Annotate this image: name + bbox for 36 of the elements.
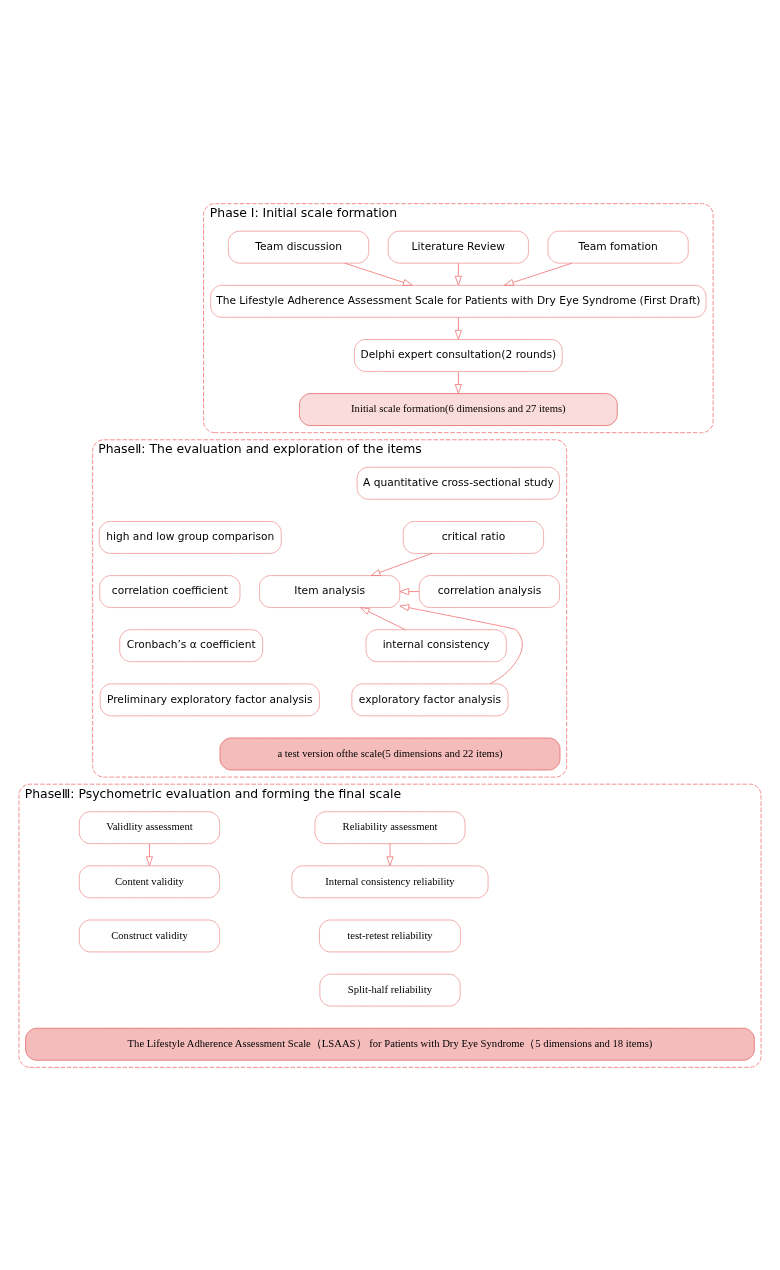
arrow xyxy=(399,603,523,684)
node-box: Team discussion xyxy=(228,230,370,264)
arrow xyxy=(360,606,406,630)
node-box: correlation analysis xyxy=(418,574,560,608)
node-box: Reliability assessment xyxy=(314,810,466,844)
node-box: Internal consistency reliability xyxy=(291,864,489,898)
node-box: correlation coefficient xyxy=(99,574,241,608)
node-box: Construct validity xyxy=(78,919,220,952)
node-box: high and low group comparison xyxy=(98,520,282,554)
node-box: exploratory factor analysis xyxy=(351,682,509,716)
node-box: Preliminary exploratory factor analysis xyxy=(99,682,320,716)
arrow xyxy=(454,316,462,340)
node-box: a test version ofthe scale(5 dimensions and 22 items) xyxy=(219,737,561,770)
node-box: A quantitative cross-sectional study xyxy=(356,466,560,500)
node-box: internal consistency xyxy=(365,628,507,662)
arrow xyxy=(370,552,433,576)
node-box: Validlity assessment xyxy=(78,810,220,844)
arrow xyxy=(454,370,462,394)
arrow xyxy=(454,262,462,286)
node-box: test-retest reliability xyxy=(319,919,461,952)
node-box: Item analysis xyxy=(259,574,401,608)
arrow xyxy=(145,842,153,866)
node-box: Content validity xyxy=(78,864,220,898)
node-box: Team fomation xyxy=(547,230,689,264)
node-box: Split-half reliability xyxy=(319,973,461,1007)
node-box: Literature Review xyxy=(387,230,529,264)
node-box: The Lifestyle Adherence Assessment Scale（LSAAS） for Patients with Dry Eye Syndrome（5 dimensions and 18 items) xyxy=(25,1027,755,1061)
arrow xyxy=(344,262,413,286)
node-box: Cronbach’s α coefficient xyxy=(119,628,264,662)
node-box: The Lifestyle Adherence Assessment Scale for Patients with Dry Eye Syndrome (First Draft) xyxy=(210,284,707,318)
node-box: Delphi expert consultation(2 rounds) xyxy=(354,338,563,372)
arrow xyxy=(399,587,420,595)
node-box: Initial scale formation(6 dimensions and 27 items) xyxy=(299,392,618,426)
node-box: critical ratio xyxy=(402,520,544,554)
arrow xyxy=(386,842,394,866)
arrow xyxy=(504,262,573,286)
